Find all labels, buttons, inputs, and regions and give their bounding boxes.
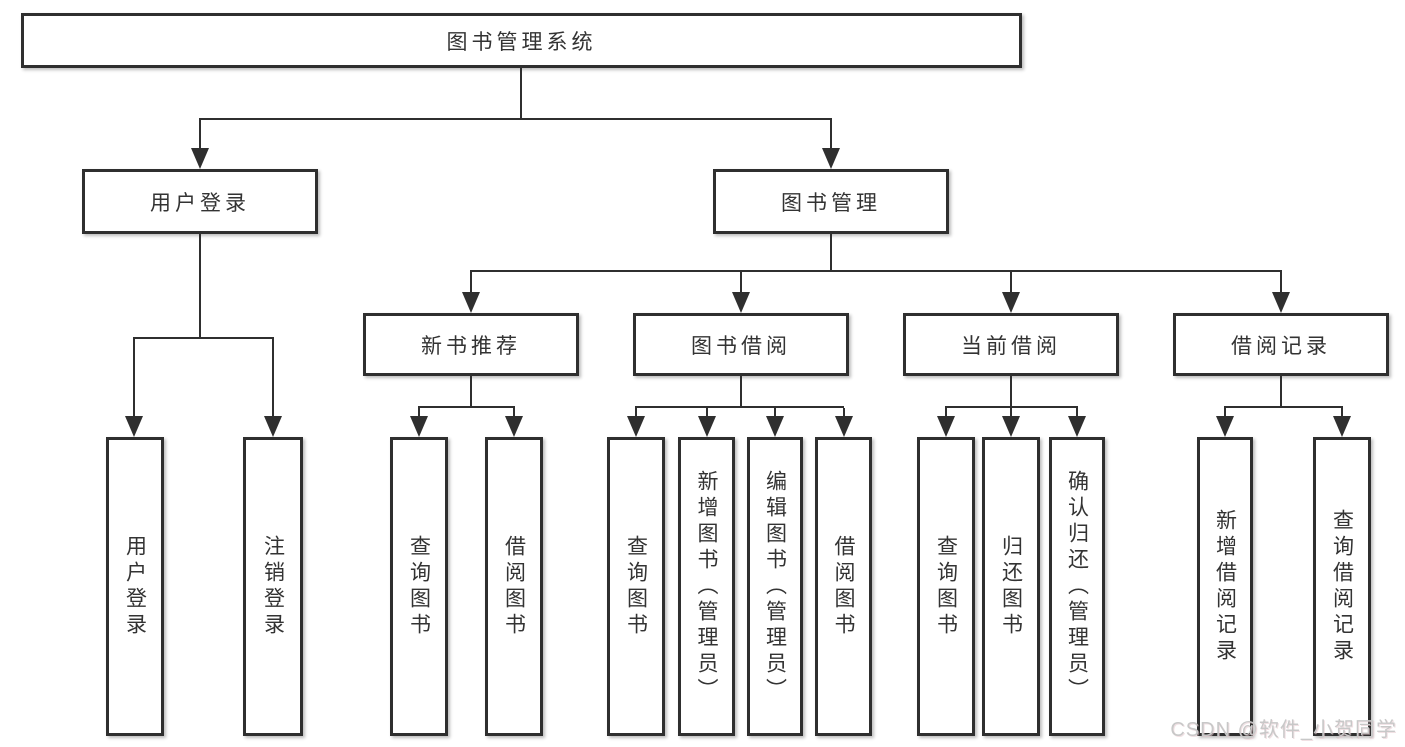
node-book-borrowing: 图书借阅 bbox=[633, 313, 849, 376]
connector-line bbox=[470, 376, 472, 407]
connector-line bbox=[635, 406, 844, 408]
connector-line bbox=[133, 337, 274, 339]
leaf-add-books-admin: 新增图书（管理员） bbox=[678, 437, 735, 736]
connector-line bbox=[945, 408, 947, 417]
connector-line bbox=[1076, 408, 1078, 417]
node-new-book-recommend: 新书推荐 bbox=[363, 313, 579, 376]
leaf-user-login: 用户登录 bbox=[106, 437, 164, 736]
arrowhead bbox=[1002, 416, 1020, 437]
connector-line bbox=[470, 270, 1282, 272]
arrowhead bbox=[835, 416, 853, 437]
connector-line bbox=[706, 408, 708, 417]
connector-line bbox=[272, 339, 274, 417]
leaf-edit-books-admin-label: 编辑图书（管理员） bbox=[763, 469, 787, 704]
connector-line bbox=[1224, 408, 1226, 417]
arrowhead bbox=[462, 292, 480, 313]
connector-line bbox=[1010, 408, 1012, 417]
arrowhead bbox=[410, 416, 428, 437]
arrowhead bbox=[1002, 292, 1020, 313]
connector-line bbox=[1010, 272, 1012, 293]
leaf-query-books-borrowing-label: 查询图书 bbox=[624, 534, 648, 639]
arrowhead bbox=[125, 416, 143, 437]
arrowhead bbox=[766, 416, 784, 437]
node-borrowing-records: 借阅记录 bbox=[1173, 313, 1389, 376]
connector-line bbox=[199, 120, 201, 149]
connector-line bbox=[830, 234, 832, 271]
leaf-borrow-books-recommend: 借阅图书 bbox=[485, 437, 543, 736]
leaf-logout: 注销登录 bbox=[243, 437, 303, 736]
connector-line bbox=[740, 376, 742, 407]
arrowhead bbox=[1068, 416, 1086, 437]
leaf-query-books-borrowing: 查询图书 bbox=[607, 437, 665, 736]
leaf-borrow-books: 借阅图书 bbox=[815, 437, 872, 736]
leaf-query-borrow-record: 查询借阅记录 bbox=[1313, 437, 1371, 736]
arrowhead bbox=[822, 148, 840, 169]
leaf-add-books-admin-label: 新增图书（管理员） bbox=[695, 469, 718, 704]
node-user-login-label: 用户登录 bbox=[150, 191, 250, 215]
node-root: 图书管理系统 bbox=[21, 13, 1022, 68]
watermark: CSDN @软件_小贺同学 bbox=[1170, 719, 1397, 741]
leaf-add-borrow-record: 新增借阅记录 bbox=[1197, 437, 1253, 736]
arrowhead bbox=[698, 416, 716, 437]
node-user-login: 用户登录 bbox=[82, 169, 318, 234]
leaf-return-books: 归还图书 bbox=[982, 437, 1040, 736]
connector-line bbox=[199, 118, 832, 120]
connector-line bbox=[740, 272, 742, 293]
arrowhead bbox=[627, 416, 645, 437]
connector-line bbox=[520, 68, 522, 119]
leaf-query-books-recommend: 查询图书 bbox=[390, 437, 448, 736]
leaf-logout-label: 注销登录 bbox=[261, 534, 285, 639]
leaf-edit-books-admin: 编辑图书（管理员） bbox=[747, 437, 803, 736]
connector-line bbox=[774, 408, 776, 417]
connector-line bbox=[199, 234, 201, 338]
connector-line bbox=[843, 408, 845, 417]
leaf-confirm-return-admin: 确认归还（管理员） bbox=[1049, 437, 1105, 736]
node-book-management: 图书管理 bbox=[713, 169, 949, 234]
leaf-borrow-books-label: 借阅图书 bbox=[832, 534, 855, 639]
connector-line bbox=[1010, 376, 1012, 407]
arrowhead bbox=[732, 292, 750, 313]
node-borrowing-records-label: 借阅记录 bbox=[1231, 334, 1331, 358]
arrowhead bbox=[1333, 416, 1351, 437]
connector-line bbox=[635, 408, 637, 417]
connector-line bbox=[1224, 406, 1343, 408]
connector-line bbox=[470, 272, 472, 293]
leaf-borrow-books-recommend-label: 借阅图书 bbox=[502, 534, 526, 639]
arrowhead bbox=[937, 416, 955, 437]
node-new-book-recommend-label: 新书推荐 bbox=[421, 334, 521, 358]
leaf-return-books-label: 归还图书 bbox=[999, 534, 1023, 639]
node-current-borrowing-label: 当前借阅 bbox=[961, 334, 1061, 358]
arrowhead bbox=[1216, 416, 1234, 437]
connector-line bbox=[1341, 408, 1343, 417]
node-book-management-label: 图书管理 bbox=[781, 191, 881, 215]
connector-line bbox=[418, 406, 515, 408]
leaf-query-books-current: 查询图书 bbox=[917, 437, 975, 736]
connector-line bbox=[1280, 272, 1282, 293]
connector-line bbox=[1280, 376, 1282, 407]
leaf-query-books-recommend-label: 查询图书 bbox=[407, 534, 431, 639]
node-current-borrowing: 当前借阅 bbox=[903, 313, 1119, 376]
connector-line bbox=[513, 408, 515, 417]
node-book-borrowing-label: 图书借阅 bbox=[691, 334, 791, 358]
node-root-label: 图书管理系统 bbox=[446, 30, 597, 54]
arrowhead bbox=[264, 416, 282, 437]
leaf-query-books-current-label: 查询图书 bbox=[934, 534, 958, 639]
leaf-add-borrow-record-label: 新增借阅记录 bbox=[1213, 508, 1237, 665]
connector-line bbox=[418, 408, 420, 417]
arrowhead bbox=[191, 148, 209, 169]
connector-line bbox=[945, 406, 1078, 408]
leaf-confirm-return-admin-label: 确认归还（管理员） bbox=[1065, 469, 1089, 704]
arrowhead bbox=[505, 416, 523, 437]
connector-line bbox=[133, 339, 135, 417]
arrowhead bbox=[1272, 292, 1290, 313]
leaf-query-borrow-record-label: 查询借阅记录 bbox=[1330, 508, 1354, 665]
connector-line bbox=[830, 120, 832, 149]
leaf-user-login-label: 用户登录 bbox=[123, 534, 147, 639]
